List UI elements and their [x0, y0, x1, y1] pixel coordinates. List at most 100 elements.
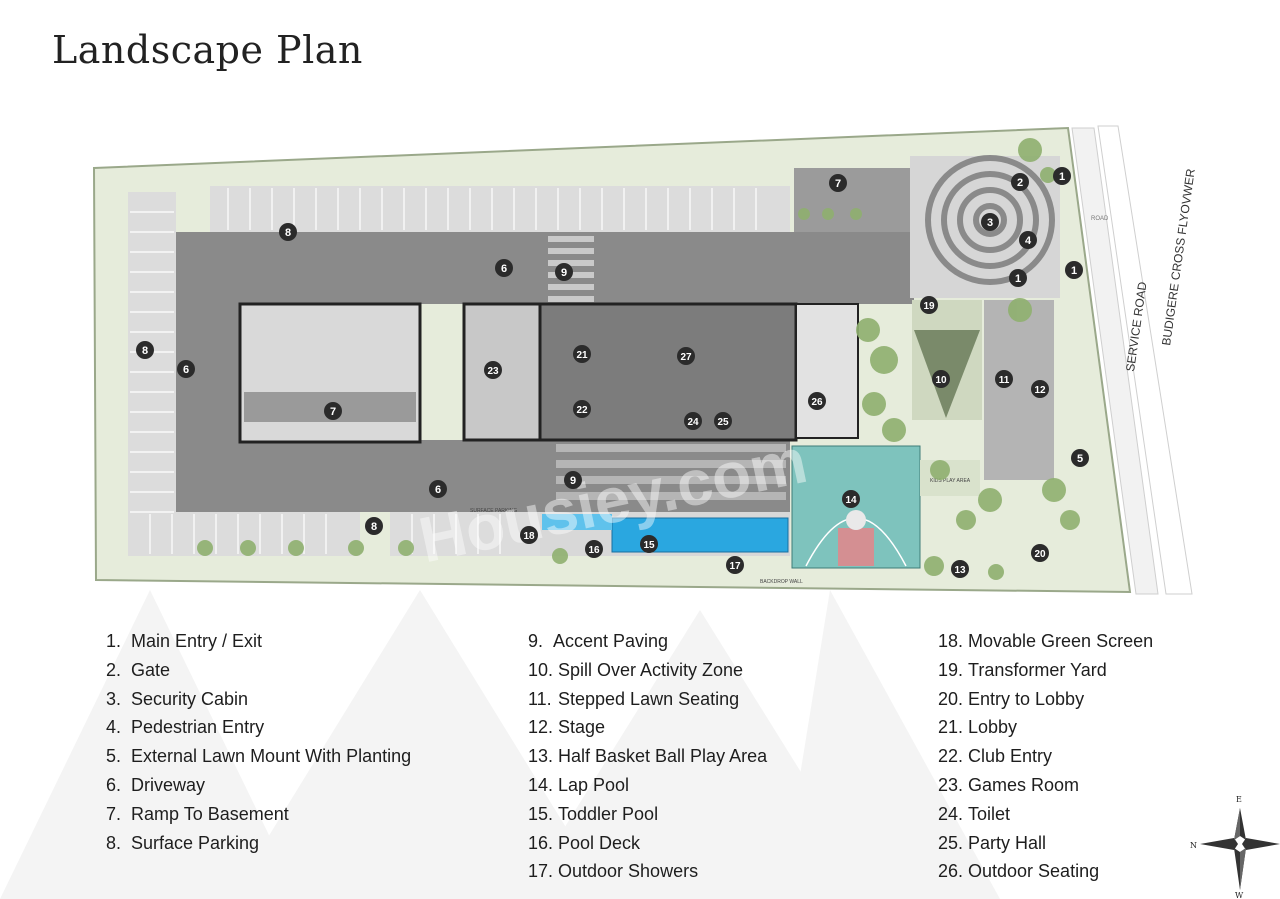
map-marker-label: 23 — [487, 366, 499, 377]
legend-item: 16.Pool Deck — [528, 829, 767, 858]
map-marker: 1 — [1053, 167, 1071, 185]
legend-number: 9. — [528, 631, 544, 651]
page-title: Landscape Plan — [52, 28, 363, 72]
legend-number: 22. — [938, 746, 964, 767]
court-key — [838, 528, 874, 566]
map-marker: 7 — [324, 402, 342, 420]
legend-label: Stage — [558, 717, 606, 738]
map-marker: 22 — [573, 400, 591, 418]
legend-label: Security Cabin — [131, 688, 249, 709]
map-marker: 6 — [429, 480, 447, 498]
map-marker-label: 13 — [954, 565, 966, 576]
map-marker: 25 — [714, 412, 732, 430]
legend-number: 18. — [938, 631, 964, 651]
legend-item: 15.Toddler Pool — [528, 800, 767, 829]
map-marker: 6 — [495, 259, 513, 277]
legend-number: 26. — [938, 861, 964, 882]
legend-item: 12.Stage — [528, 713, 767, 742]
legend-label: External Lawn Mount With Planting — [131, 746, 412, 767]
legend-item: 3. Security Cabin — [106, 685, 411, 714]
legend-label: Entry to Lobby — [968, 688, 1085, 709]
legend-number: 16. — [528, 832, 554, 853]
legend-item: 25.Party Hall — [938, 829, 1153, 858]
map-marker-label: 9 — [561, 267, 567, 279]
legend-number: 3. — [106, 688, 122, 709]
legend-label: Toilet — [968, 803, 1011, 824]
map-marker-label: 25 — [717, 417, 729, 428]
legend-number: 4. — [106, 717, 122, 738]
legend-number: 25. — [938, 832, 964, 853]
legend-number: 1. — [106, 631, 122, 651]
map-marker-label: 20 — [1034, 549, 1046, 560]
kids-play-area — [920, 460, 980, 496]
map-marker-label: 8 — [371, 521, 377, 533]
map-marker-label: 10 — [935, 375, 947, 386]
map-marker: 13 — [951, 560, 969, 578]
legend-item: 11. Stepped Lawn Seating — [528, 685, 767, 714]
map-marker-label: 3 — [987, 217, 993, 229]
map-marker: 1 — [1009, 269, 1027, 287]
background-pattern — [0, 590, 1000, 899]
map-marker-label: 7 — [835, 178, 841, 190]
flyover-label: BUDIGERE CROSS FLYOVWER — [1159, 167, 1198, 346]
map-marker: 9 — [564, 471, 582, 489]
legend-label: Toddler Pool — [558, 803, 659, 824]
map-marker: 8 — [279, 223, 297, 241]
legend-item: 26.Outdoor Seating — [938, 857, 1153, 886]
legend-number: 5. — [106, 746, 122, 767]
parking-left — [128, 192, 176, 548]
legend-label: Outdoor Showers — [558, 861, 699, 882]
map-marker: 17 — [726, 556, 744, 574]
map-marker: 10 — [932, 370, 950, 388]
legend-number: 14. — [528, 774, 554, 795]
legend-item: 14.Lap Pool — [528, 771, 767, 800]
map-marker-label: 16 — [588, 545, 600, 556]
map-marker: 16 — [585, 540, 603, 558]
map-marker: 2 — [1011, 173, 1029, 191]
map-marker-label: 8 — [142, 345, 148, 357]
legend-number: 13. — [528, 746, 554, 767]
map-marker: 21 — [573, 345, 591, 363]
legend-item: 1.Main Entry / Exit — [106, 627, 411, 656]
legend-label: Stepped Lawn Seating — [558, 688, 740, 709]
legend-item: 19.Transformer Yard — [938, 656, 1153, 685]
map-marker: 15 — [640, 535, 658, 553]
map-marker-label: 22 — [576, 405, 588, 416]
map-marker: 27 — [677, 347, 695, 365]
map-marker-label: 2 — [1017, 177, 1023, 189]
flyover-road — [1097, 125, 1193, 595]
core-block — [462, 302, 542, 442]
kids-play-label: KIDS PLAY AREA — [930, 478, 971, 484]
map-marker-label: 7 — [330, 406, 336, 418]
outdoor-seating-block — [795, 303, 859, 439]
legend-item: 20.Entry to Lobby — [938, 685, 1153, 714]
legend-item: 5. External Lawn Mount With Planting — [106, 742, 411, 771]
map-marker-label: 1 — [1059, 171, 1065, 183]
legend-item: 24.Toilet — [938, 800, 1153, 829]
toddler-pool-water — [542, 514, 612, 530]
accent-paving — [548, 236, 786, 500]
legend-number: 11. — [528, 688, 552, 709]
legend-label: Transformer Yard — [968, 659, 1107, 680]
map-marker-label: 9 — [570, 475, 576, 487]
clubhouse — [538, 302, 798, 442]
map-marker: 8 — [136, 341, 154, 359]
parking-bays-top — [227, 188, 757, 230]
map-marker: 12 — [1031, 380, 1049, 398]
map-marker: 26 — [808, 392, 826, 410]
map-marker-label: 21 — [576, 350, 588, 361]
map-marker-label: 6 — [183, 364, 189, 376]
legend-number: 12. — [528, 717, 554, 738]
compass-n: N — [1190, 841, 1197, 850]
map-marker-label: 26 — [811, 397, 823, 408]
map-marker-label: 18 — [523, 531, 535, 542]
surface-parking-label: SURFACE PARKING — [470, 508, 517, 514]
legend-item: 8.Surface Parking — [106, 829, 411, 858]
legend-item: 17.Outdoor Showers — [528, 857, 767, 886]
parking-bays-bottom — [149, 514, 501, 554]
